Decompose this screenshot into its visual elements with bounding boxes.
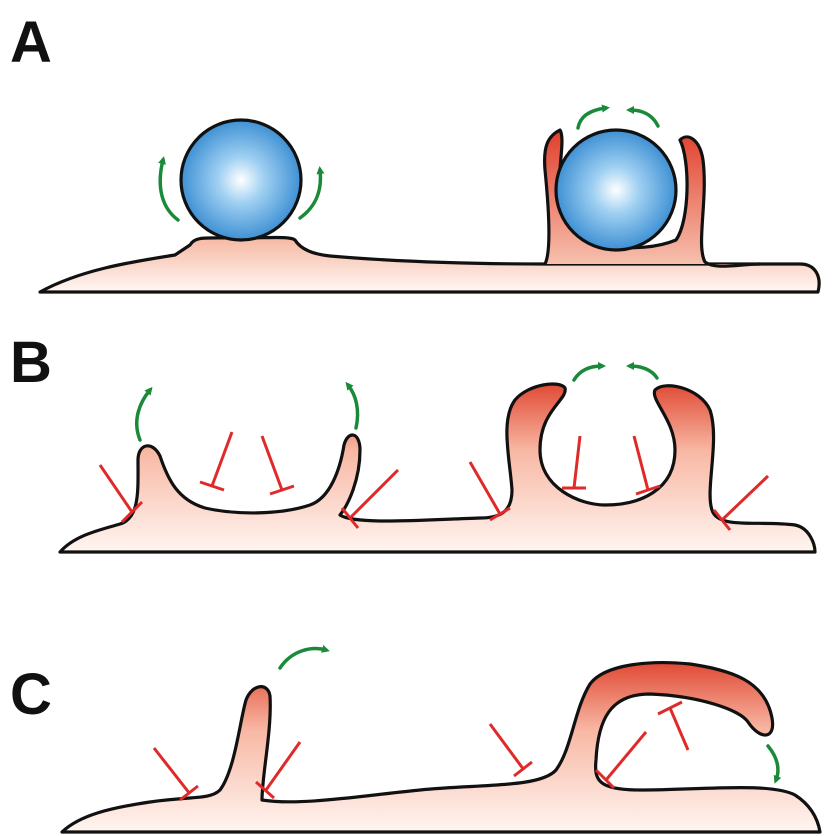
membrane-c xyxy=(62,663,820,832)
inhibition-icon xyxy=(470,462,510,520)
bead xyxy=(181,120,301,240)
growth-arrow-icon xyxy=(630,110,658,126)
inhibition-icon xyxy=(596,732,646,788)
growth-arrow-icon xyxy=(137,390,150,440)
membrane-b xyxy=(60,384,815,552)
inhibition-icon xyxy=(658,702,688,750)
bead xyxy=(556,130,676,250)
panel-letter-c: C xyxy=(10,662,52,727)
growth-arrow-icon xyxy=(300,170,320,218)
growth-arrow-icon xyxy=(630,366,657,378)
growth-arrow-icon xyxy=(280,649,326,668)
inhibition-icon xyxy=(634,436,660,494)
growth-arrow-icon xyxy=(768,746,778,780)
panel-letter-a: A xyxy=(10,10,52,75)
inhibition-icon xyxy=(262,436,294,494)
growth-arrow-icon xyxy=(574,366,602,380)
panel-letter-b: B xyxy=(10,330,52,395)
inhibition-icon xyxy=(154,748,198,800)
inhibition-icon xyxy=(200,432,232,490)
growth-arrow-icon xyxy=(578,108,606,128)
inhibition-icon xyxy=(490,724,532,776)
growth-arrow-icon xyxy=(160,160,178,220)
inhibition-icon xyxy=(562,436,586,488)
growth-arrow-icon xyxy=(348,385,358,428)
